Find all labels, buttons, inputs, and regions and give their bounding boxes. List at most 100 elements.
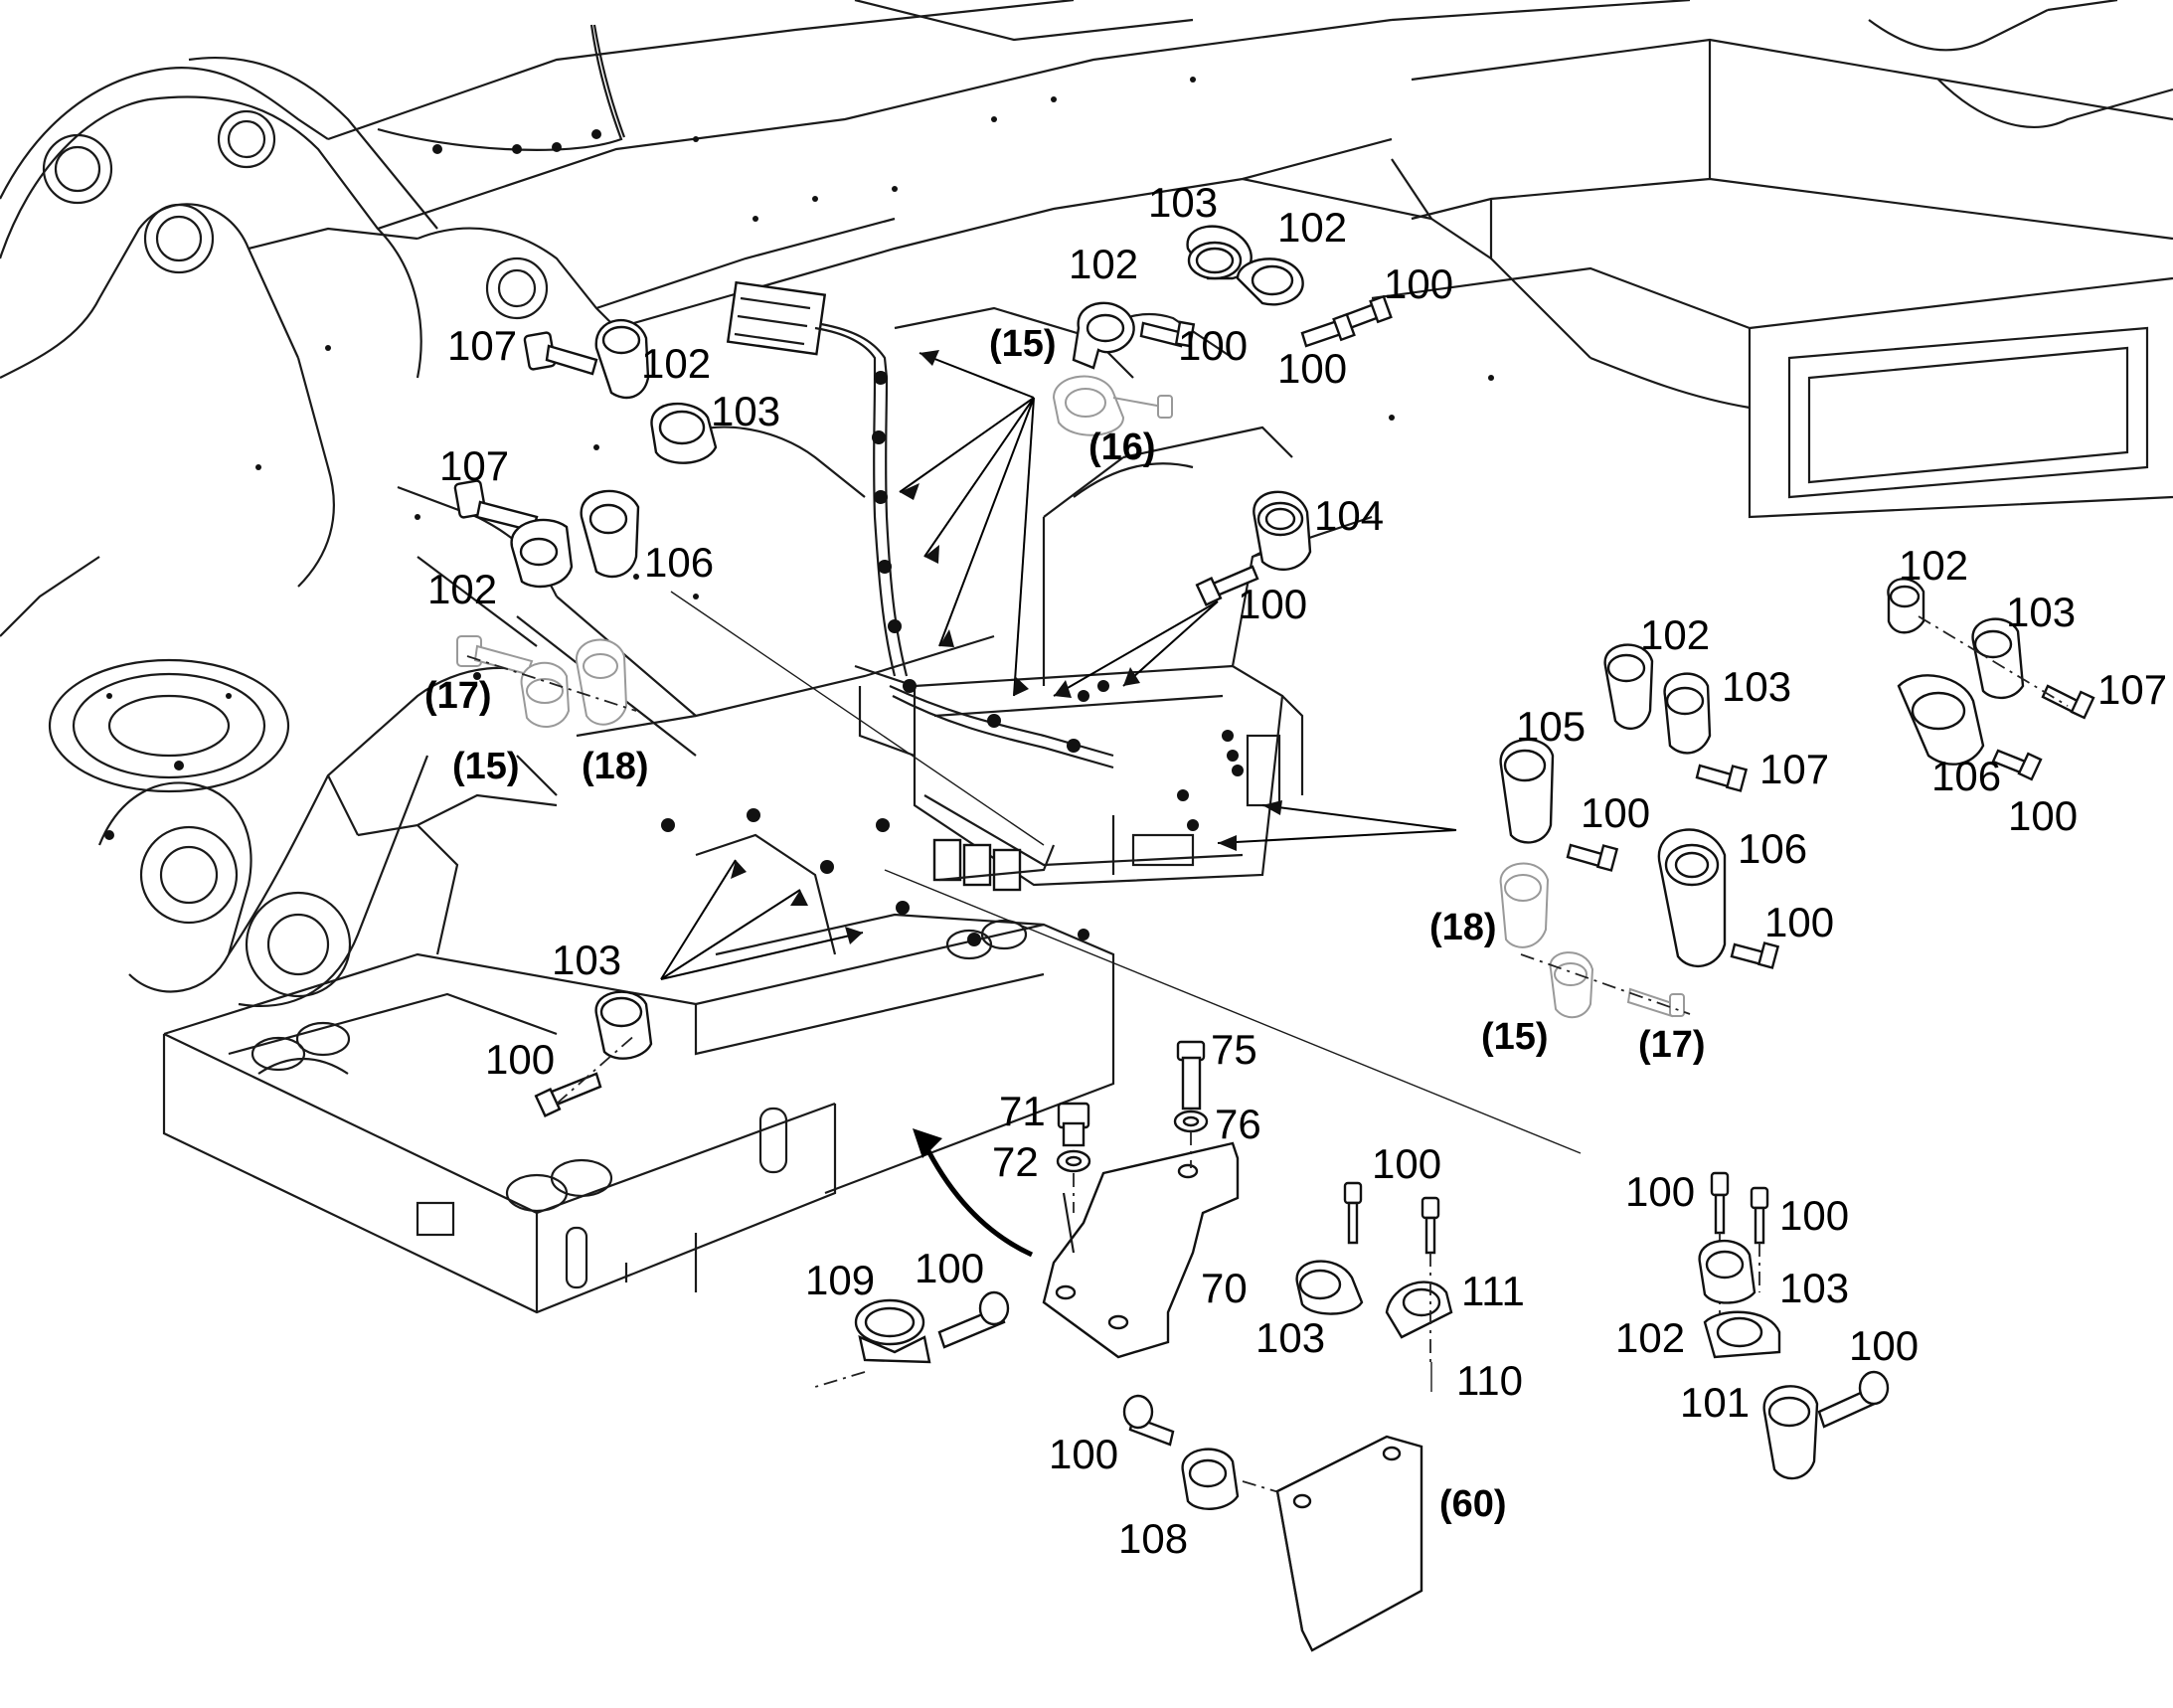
part-clamp-102-top-1: [1072, 301, 1135, 370]
label-group-16: (16): [1088, 427, 1156, 468]
label-102-e: 102: [1640, 611, 1710, 658]
label-101: 101: [1680, 1379, 1750, 1426]
part-clamp-109: [814, 1298, 931, 1388]
wiring-harness: [661, 280, 1244, 946]
arrowheads: [731, 350, 1282, 944]
part-clamp-102-far-right: [1887, 578, 1925, 634]
label-107-b: 107: [439, 442, 509, 489]
label-100-h: 100: [2008, 792, 2078, 839]
label-100-e: 100: [485, 1036, 555, 1083]
label-100-b: 100: [1178, 322, 1248, 369]
label-100-c: 100: [1277, 345, 1347, 392]
label-108: 108: [1118, 1515, 1188, 1562]
part-clamp-103-right: [1663, 672, 1712, 755]
label-102-f: 102: [1899, 542, 1968, 589]
label-103-e: 103: [2006, 589, 2076, 635]
label-100-f: 100: [1581, 789, 1650, 836]
part-clamp-103-top: [1186, 225, 1253, 280]
part-bolt-100-right-a: [1566, 843, 1619, 872]
label-100-g: 100: [1764, 899, 1834, 945]
label-107-a: 107: [447, 322, 517, 369]
callout-labels: 103 102 100 102 100 100 (15) (16) 107 10…: [424, 179, 2167, 1562]
part-washer-76: [1073, 1110, 1209, 1213]
part-bolt-107-mid: [453, 479, 539, 533]
label-103-f: 103: [1255, 1314, 1325, 1361]
part-clamp-106-far-right: [1897, 674, 1985, 766]
label-103-c: 103: [552, 937, 621, 983]
label-group-17-right: (17): [1638, 1024, 1706, 1066]
assembly-arrow: [913, 1128, 1034, 1258]
part-clamp-16: [1052, 375, 1173, 436]
label-group-15-left: (15): [452, 746, 520, 787]
part-clamp-105: [1499, 738, 1555, 844]
label-110: 110: [1456, 1357, 1523, 1404]
part-clamp-106-mid-left: [580, 489, 640, 579]
part-ghost-group-right: [1499, 862, 1691, 1019]
label-group-18-right: (18): [1429, 907, 1497, 948]
part-washer-72: [1056, 1149, 1091, 1173]
label-104: 104: [1314, 492, 1384, 539]
part-clamp-108: [1181, 1448, 1293, 1510]
part-clamp-102-mid-left: [510, 518, 574, 589]
label-102-c: 102: [641, 340, 711, 387]
label-100-a: 100: [1384, 260, 1453, 307]
label-107-c: 107: [1759, 746, 1829, 792]
label-100-k: 100: [1625, 1168, 1695, 1215]
leader-lines: [660, 352, 1582, 1392]
label-103-b: 103: [711, 388, 780, 434]
machine-frame-background: [0, 0, 2173, 1314]
label-102-a: 102: [1277, 204, 1347, 251]
label-109: 109: [805, 1257, 875, 1303]
part-clamp-103-br: [1698, 1239, 1756, 1304]
part-clamp-102-right: [1603, 643, 1654, 731]
label-106-b: 106: [1738, 825, 1807, 872]
label-group-15-top: (15): [989, 323, 1057, 365]
part-clamp-103-far-right: [1971, 617, 2025, 700]
label-107-d: 107: [2097, 666, 2167, 713]
label-103-g: 103: [1779, 1265, 1849, 1311]
part-plate-60: [1275, 1435, 1423, 1652]
part-clamp-101: [1762, 1385, 1819, 1480]
part-bolt-100-far-right: [1918, 615, 2069, 781]
label-103-a: 103: [1148, 179, 1218, 226]
label-75: 75: [1211, 1026, 1257, 1073]
part-bolt-71: [1057, 1102, 1090, 1147]
label-group-15-right: (15): [1481, 1016, 1549, 1058]
label-100-i: 100: [915, 1245, 984, 1291]
label-72: 72: [992, 1138, 1039, 1185]
label-76: 76: [1215, 1101, 1261, 1147]
part-bolt-100-lower-left: [534, 1033, 637, 1117]
label-100-m: 100: [1849, 1322, 1919, 1369]
part-clamp-102-top-2: [1236, 257, 1304, 306]
label-100-n: 100: [1049, 1431, 1118, 1477]
label-102-g: 102: [1615, 1314, 1685, 1361]
label-100-j: 100: [1372, 1140, 1441, 1187]
part-bolt-100-center: [1195, 565, 1259, 606]
label-103-d: 103: [1722, 663, 1791, 710]
part-bolt-100-bottom-b: [1421, 1196, 1440, 1362]
label-100-l: 100: [1779, 1192, 1849, 1239]
part-bolt-107-right-a: [1695, 764, 1749, 792]
part-bolt-100-br-b: [1750, 1186, 1769, 1292]
part-bolt-100-right-b: [1730, 941, 1780, 969]
part-clamp-104: [1253, 490, 1312, 571]
part-clamp-103-upper-left: [650, 402, 718, 464]
label-group-17-left: (17): [424, 675, 492, 717]
part-clamp-111: [1385, 1281, 1453, 1339]
label-106-a: 106: [644, 539, 714, 586]
label-70: 70: [1201, 1265, 1248, 1311]
label-102-d: 102: [427, 566, 497, 612]
part-ghost-group-left: [456, 635, 637, 728]
label-106-c: 106: [1931, 753, 2001, 799]
label-group-18-left: (18): [582, 746, 649, 787]
part-clamp-106-right: [1657, 828, 1727, 968]
part-bolt-100-108: [1122, 1394, 1175, 1447]
label-71: 71: [999, 1088, 1046, 1134]
part-bolt-107-upper: [523, 331, 598, 376]
part-clamp-103-bottom: [1295, 1260, 1364, 1315]
label-111: 111: [1461, 1268, 1525, 1314]
part-clamp-103-lower-left: [594, 990, 653, 1060]
label-102-b: 102: [1069, 241, 1138, 287]
